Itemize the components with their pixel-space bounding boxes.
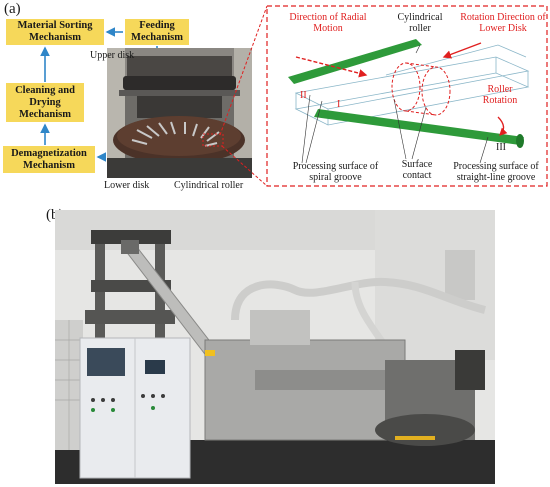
upper-disk-label: Upper disk <box>90 50 135 61</box>
roller-rotation-label: Roller Rotation <box>482 84 518 106</box>
direction-radial-motion-label: Direction of Radial Motion <box>289 12 367 34</box>
marker-III: III <box>496 142 506 153</box>
marker-II: II <box>300 90 307 101</box>
detail-cylindrical-roller-label: Cylindrical roller <box>397 12 443 34</box>
production-line-photo <box>55 210 495 484</box>
marker-I: I <box>337 99 341 110</box>
cylindrical-roller-label: Cylindrical roller <box>174 180 244 191</box>
straight-groove-label: Processing surface of straight-line groo… <box>453 161 539 183</box>
groove-detail-schematic <box>266 5 548 187</box>
lower-disk-label: Lower disk <box>104 180 150 191</box>
double-disk-machine-photo <box>107 48 252 178</box>
cleaning-drying-box: Cleaning and Drying Mechanism <box>6 83 84 122</box>
rotation-lower-disk-label: Rotation Direction of Lower Disk <box>460 12 546 34</box>
zoom-connector <box>219 5 268 187</box>
material-sorting-box: Material Sorting Mechanism <box>6 19 104 45</box>
demagnetization-box: Demagnetization Mechanism <box>3 146 95 173</box>
spiral-groove-label: Processing surface of spiral groove <box>292 161 379 183</box>
surface-contact-label: Surface contact <box>401 159 433 181</box>
panel-a-label: (a) <box>4 1 21 17</box>
feeding-box: Feeding Mechanism <box>125 19 189 45</box>
